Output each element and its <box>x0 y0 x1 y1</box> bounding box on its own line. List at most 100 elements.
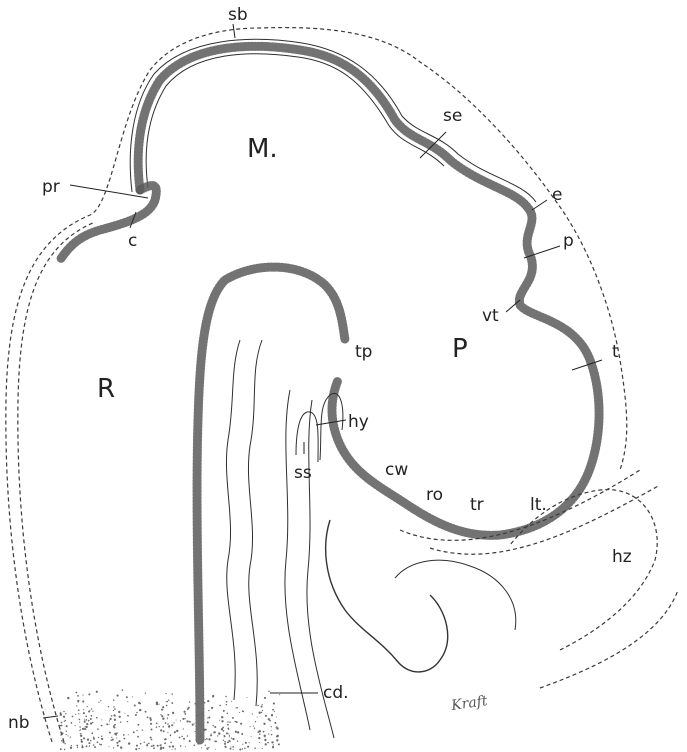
label-tr: tr <box>470 495 484 515</box>
stipple-dot <box>197 703 199 705</box>
stipple-dot <box>75 714 76 715</box>
stipple-dot <box>120 721 121 722</box>
stipple-dot <box>111 737 112 738</box>
stipple-dot <box>122 689 124 691</box>
stipple-dot <box>79 730 80 731</box>
label-cd: cd. <box>323 683 349 703</box>
stipple-dot <box>214 741 215 742</box>
stipple-dot <box>136 730 137 731</box>
stipple-dot <box>274 722 276 724</box>
stipple-dot <box>197 743 199 745</box>
stipple-dot <box>205 745 206 746</box>
stipple-dot <box>237 731 239 733</box>
stipple-dot <box>113 747 114 748</box>
stipple-dot <box>128 742 130 744</box>
stipple-dot <box>88 710 90 712</box>
label-c: c <box>128 231 137 251</box>
stipple-dot <box>135 748 137 750</box>
stipple-dot <box>113 706 114 707</box>
stipple-dot <box>112 738 114 740</box>
stipple-dot <box>116 732 117 733</box>
stipple-dot <box>223 710 225 712</box>
label-ss: ss <box>294 463 312 483</box>
stipple-dot <box>157 745 159 747</box>
stipple-dot <box>208 710 209 711</box>
stipple-dot <box>151 739 153 741</box>
stipple-dot <box>139 703 141 705</box>
stipple-dot <box>166 705 168 707</box>
stipple-dot <box>159 726 160 727</box>
stipple-dot <box>162 747 163 748</box>
stipple-dot <box>267 742 269 744</box>
stipple-dot <box>242 748 243 749</box>
stipple-dot <box>224 743 226 745</box>
stipple-dot <box>136 745 138 747</box>
stipple-dot <box>224 736 226 738</box>
stipple-dot <box>227 721 228 722</box>
stipple-dot <box>90 740 91 741</box>
stipple-dot <box>70 747 72 749</box>
stipple-dot <box>114 708 116 710</box>
stipple-dot <box>254 747 256 749</box>
stipple-dot <box>279 694 280 695</box>
stipple-dot <box>271 730 272 731</box>
stipple-dot <box>226 732 228 734</box>
label-lt: lt. <box>530 495 547 515</box>
stipple-dot <box>194 723 195 724</box>
stipple-dot <box>227 713 228 714</box>
stipple-dot <box>84 721 86 723</box>
stipple-dot <box>90 718 92 720</box>
stipple-dot <box>170 734 171 735</box>
stipple-dot <box>67 735 68 736</box>
stipple-dot <box>167 723 169 725</box>
stipple-dot <box>255 721 256 722</box>
stipple-dot <box>212 696 214 698</box>
stipple-dot <box>274 711 275 712</box>
stipple-dot <box>123 734 125 736</box>
stipple-dot <box>214 726 216 728</box>
stipple-dot <box>93 738 95 740</box>
stipple-dot <box>118 711 120 713</box>
stipple-dot <box>140 743 142 745</box>
stipple-dot <box>60 714 62 716</box>
stipple-dot <box>224 746 226 748</box>
stipple-dot <box>71 745 72 746</box>
stipple-dot <box>259 712 261 714</box>
stipple-dot <box>114 727 116 729</box>
stipple-dot <box>101 736 102 737</box>
stipple-dot <box>117 695 119 697</box>
stipple-dot <box>164 742 166 744</box>
stipple-dot <box>239 712 240 713</box>
stipple-dot <box>257 716 258 717</box>
stipple-dot <box>247 746 249 748</box>
stipple-dot <box>61 722 63 724</box>
stipple-dot <box>262 710 263 711</box>
stipple-dot <box>64 749 65 750</box>
stipple-dot <box>91 715 93 717</box>
stipple-dot <box>171 693 172 694</box>
stipple-dot <box>268 718 270 720</box>
stipple-dot <box>79 722 80 723</box>
stipple-dot <box>232 746 234 748</box>
stipple-dot <box>252 713 253 714</box>
gut-line-1 <box>285 390 310 730</box>
stipple-dot <box>213 731 215 733</box>
stipple-dot <box>259 733 261 735</box>
pharynx-inner-line-2 <box>248 340 262 706</box>
stipple-dot <box>165 738 167 740</box>
stipple-dot <box>262 748 263 749</box>
stipple-dot <box>83 709 84 710</box>
stipple-dot <box>65 720 67 722</box>
stipple-dot <box>127 721 128 722</box>
stipple-dot <box>167 717 168 718</box>
stipple-dot <box>79 719 81 721</box>
stipple-dot <box>79 726 81 728</box>
stipple-dot <box>208 738 210 740</box>
stipple-dot <box>156 723 158 725</box>
stipple-dot <box>229 721 231 723</box>
stipple-dot <box>264 697 266 699</box>
stipple-dot <box>226 701 228 703</box>
stipple-dot <box>96 717 98 719</box>
stipple-dot <box>219 720 220 721</box>
stipple-dot <box>97 741 99 743</box>
